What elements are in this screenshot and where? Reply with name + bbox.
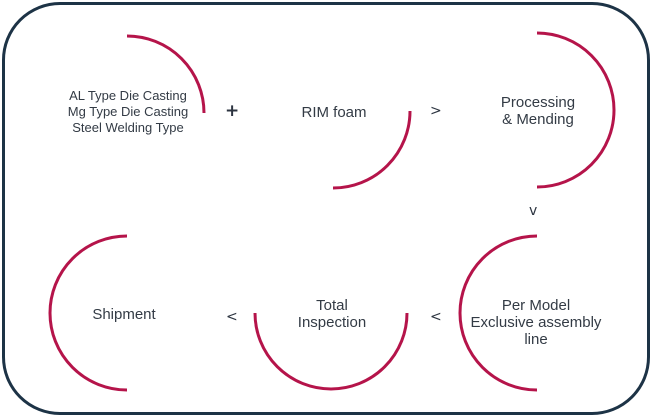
step-2-line-1: RIM foam: [301, 104, 367, 121]
step-1-line-2: Mg Type Die Casting: [67, 104, 189, 119]
step-1-line-3: Steel Welding Type: [72, 120, 184, 135]
step-6-label: Shipment: [64, 306, 184, 323]
step-3-line-1: Processing: [500, 94, 576, 111]
left-arrow-connector-2: <: [226, 309, 238, 325]
left-arrow-connector-1: <: [430, 309, 442, 325]
step-2-arc: [332, 110, 412, 190]
diagram-frame: [2, 2, 650, 415]
step-5-arc: [253, 312, 409, 391]
step-4-line-3: line: [524, 331, 548, 348]
step-1-label: AL Type Die Casting Mg Type Die Casting …: [38, 88, 218, 136]
step-3-arc: [536, 31, 616, 189]
step-3-line-2: & Mending: [502, 111, 574, 128]
step-4-arc: [458, 234, 538, 392]
step-3-label: Processing & Mending: [478, 94, 598, 128]
step-6-arc: [48, 234, 128, 392]
step-6-line-1: Shipment: [92, 306, 156, 323]
step-1-arc: [126, 34, 206, 114]
step-4-label: Per Model Exclusive assembly line: [456, 297, 616, 348]
plus-connector: +: [225, 101, 240, 121]
right-arrow-connector: >: [430, 103, 442, 119]
down-arrow-connector: v: [529, 203, 538, 219]
step-4-line-1: Per Model: [501, 297, 571, 314]
step-4-line-2: Exclusive assembly: [470, 314, 602, 331]
step-5-line-1: Total: [316, 297, 348, 314]
step-1-line-1: AL Type Die Casting: [69, 88, 187, 103]
step-5-label: Total Inspection: [272, 297, 392, 331]
step-2-label: RIM foam: [274, 104, 394, 121]
step-5-line-2: Inspection: [297, 314, 367, 331]
